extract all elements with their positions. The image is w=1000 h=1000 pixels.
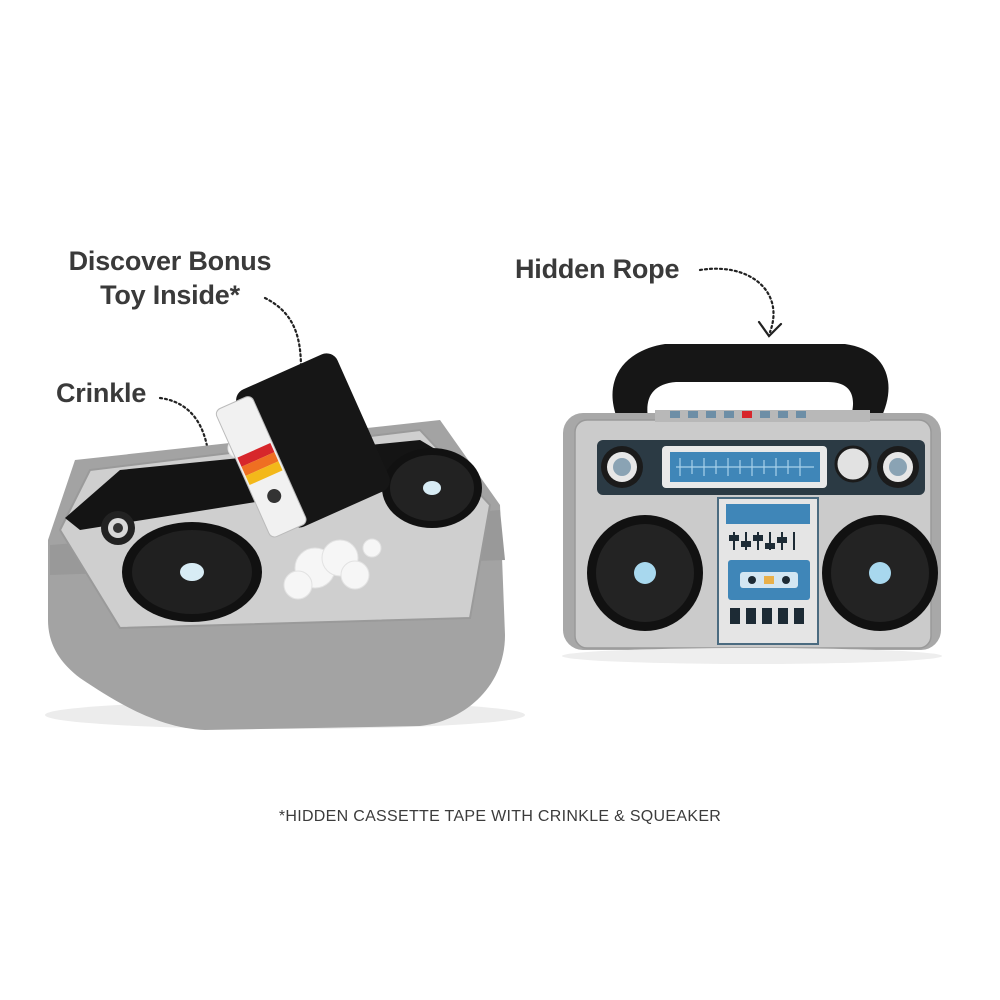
arrow-hidden-rope (698, 267, 783, 338)
cassette-tape-icon (215, 353, 390, 538)
handle-rope (612, 344, 889, 420)
callout-crinkle: Crinkle (56, 378, 147, 408)
upper-right-knob-icon (877, 446, 919, 488)
footnote-text: *HIDDEN CASSETTE TAPE WITH CRINKLE & SQU… (278, 808, 722, 825)
left-speaker-icon (122, 522, 262, 622)
left-knob-icon (101, 511, 135, 545)
callout-hidden-rope: Hidden Rope (515, 254, 680, 284)
callout-bonus-toy: Discover Bonus Toy Inside* (40, 244, 300, 312)
front-left-speaker-icon (587, 515, 703, 631)
callout-bonus-line1: Discover Bonus (68, 246, 272, 276)
left-boombox (45, 353, 525, 730)
upper-left-knob-icon (601, 446, 643, 488)
callout-bonus-line2: Toy Inside* (100, 280, 240, 310)
right-speaker-icon (382, 448, 482, 528)
cassette-deck-icon (728, 560, 810, 600)
front-right-speaker-icon (822, 515, 938, 631)
right-boombox (562, 344, 942, 664)
